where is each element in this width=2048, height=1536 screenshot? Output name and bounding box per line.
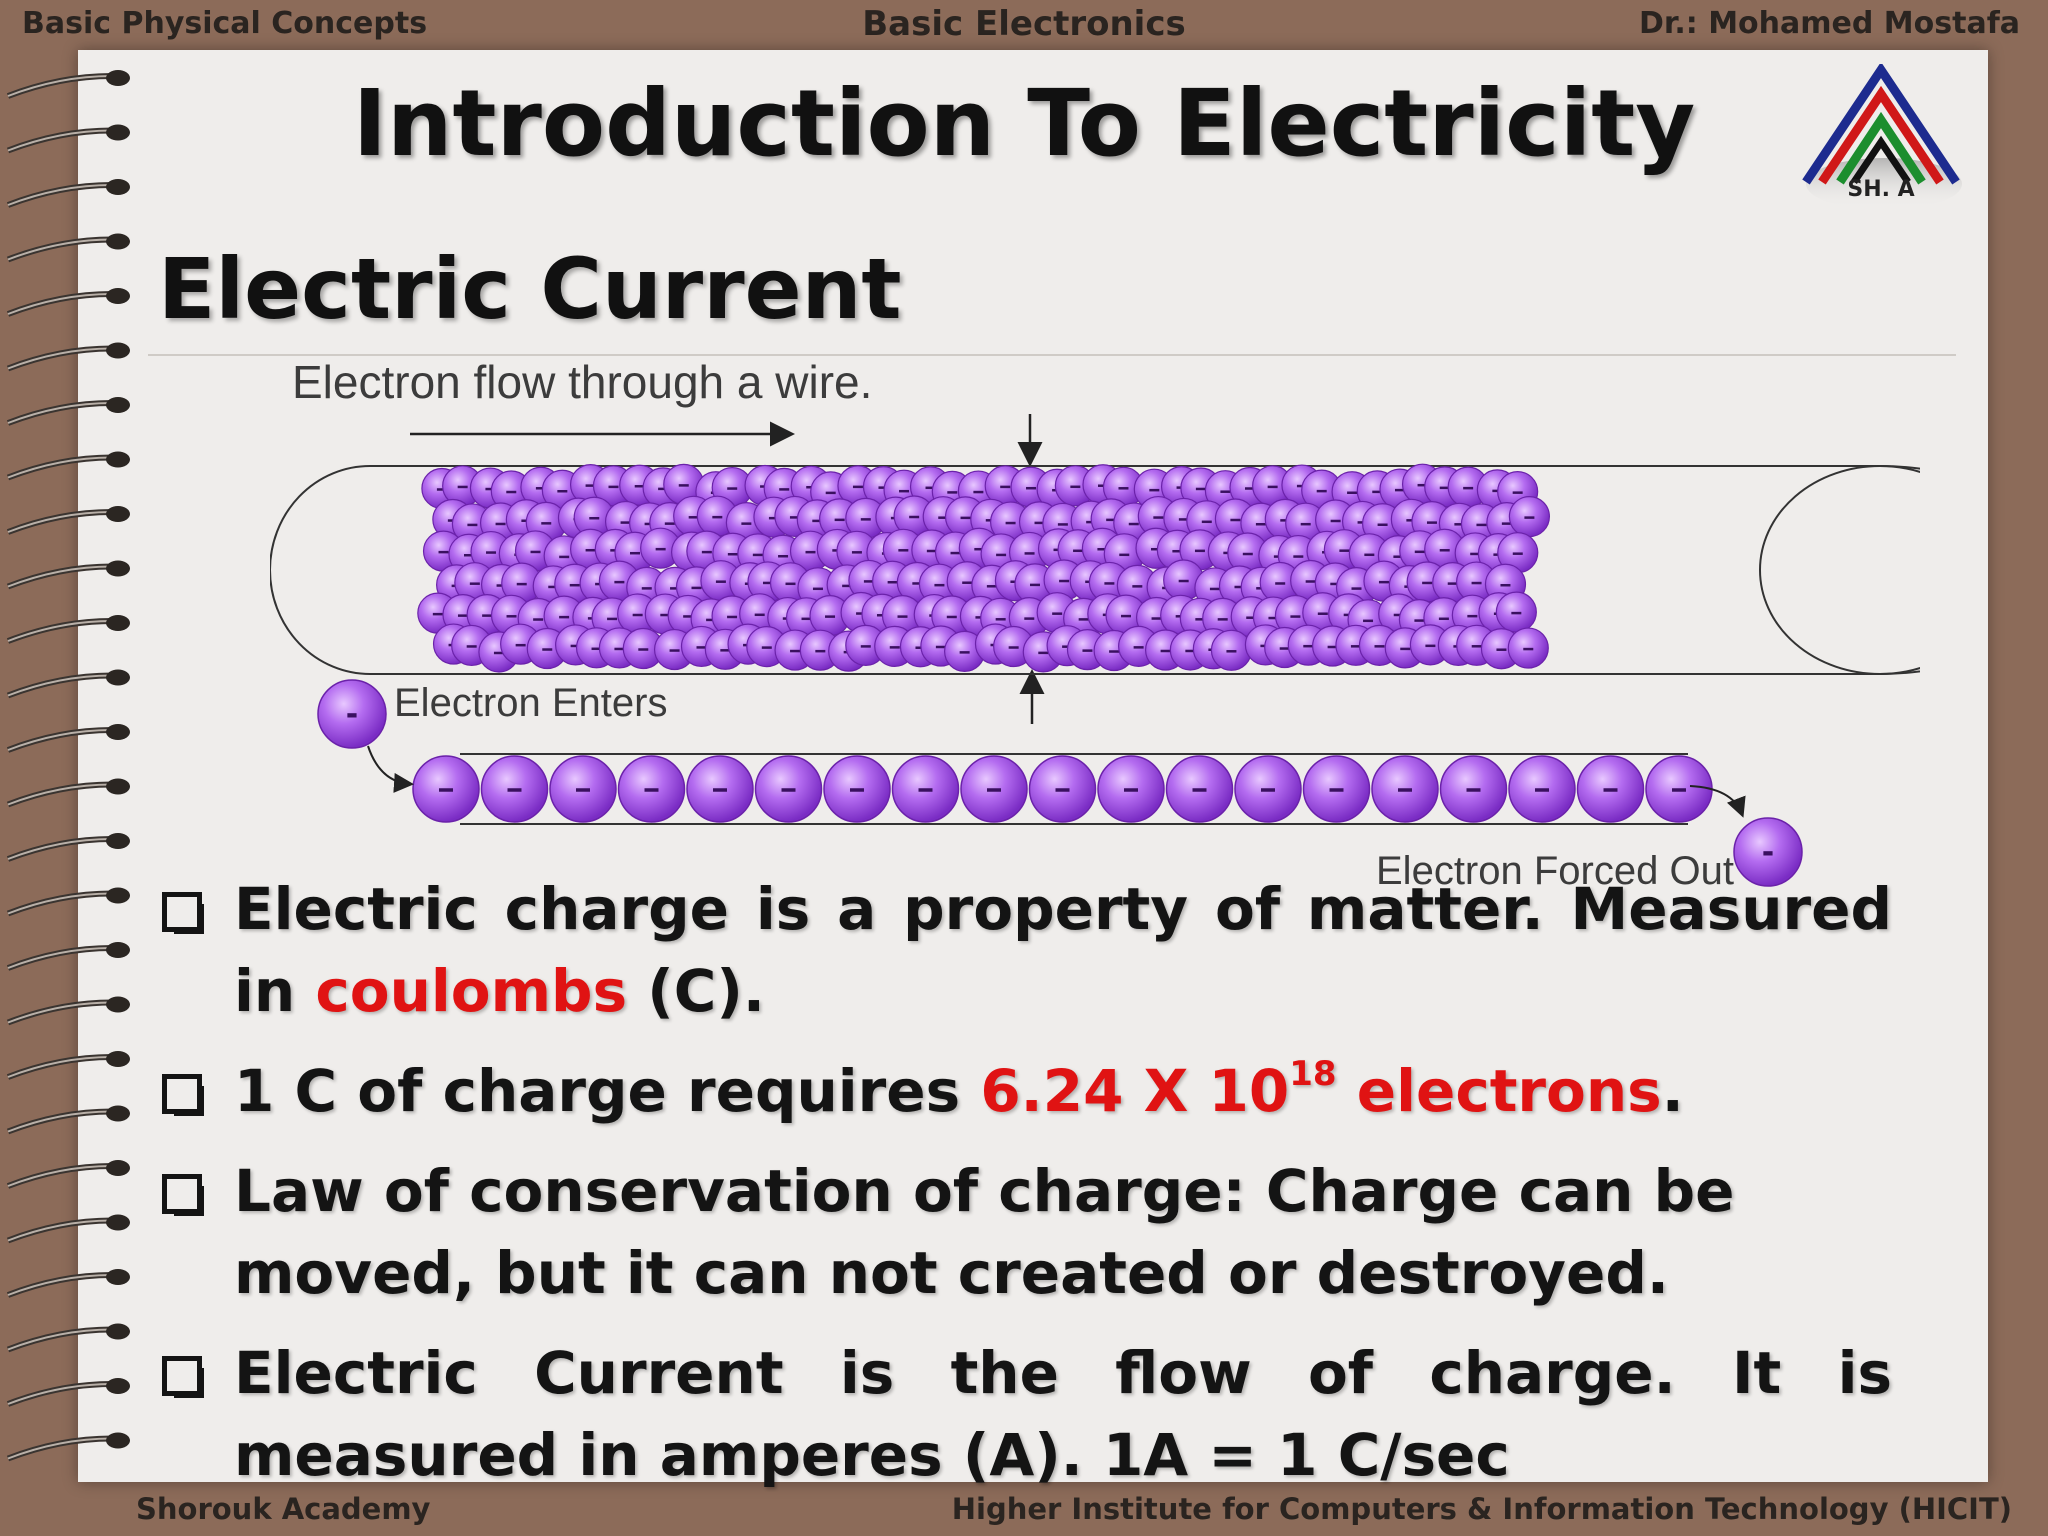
slide-title: Introduction To Electricity: [352, 70, 1696, 177]
exiting-electron: [1733, 817, 1803, 887]
forced-out-label: Electron Forced Out: [1376, 849, 1734, 893]
electron: [960, 755, 1028, 823]
divider: [148, 354, 1956, 356]
binding-ring: [6, 1269, 130, 1298]
electron: [1508, 755, 1576, 823]
binding-ring: [6, 288, 130, 317]
diagram-caption: Electron flow through a wire.: [292, 362, 872, 408]
binding-ring: [6, 560, 130, 590]
binding-ring: [6, 996, 130, 1026]
electron: [640, 527, 682, 569]
wire-tube: [270, 465, 1920, 675]
electron: [1097, 755, 1165, 823]
entering-electron-sign: -: [346, 697, 358, 732]
header-topic: Basic Physical Concepts: [22, 6, 428, 41]
binding-ring: [6, 1160, 130, 1189]
binding-ring: [6, 778, 130, 808]
binding-ring: [6, 233, 130, 263]
electron: [686, 755, 754, 823]
electron-count: 6.24 X 1018 electrons: [980, 1054, 1662, 1125]
electron: [1645, 755, 1713, 823]
electron-chain: [412, 755, 1713, 823]
enters-label: Electron Enters: [394, 681, 667, 725]
logo-icon: SH. A: [1802, 64, 1962, 210]
electron: [549, 755, 617, 823]
binding-ring: [6, 724, 130, 753]
electron: [1165, 755, 1234, 823]
exiting-electron-sign: -: [1762, 835, 1774, 870]
electron-cloud: [417, 463, 1551, 673]
binding-ring: [6, 1378, 130, 1407]
electron: [891, 755, 960, 823]
bullet-charge: Electric charge is a property of matter.…: [162, 868, 1892, 1032]
electron: [1508, 496, 1551, 538]
entering-electron: [317, 679, 387, 749]
binding-ring: [6, 451, 130, 481]
checkbox-bullet-icon: [162, 1174, 202, 1214]
binding-ring: [6, 669, 130, 699]
bullet-list: Electric charge is a property of matter.…: [162, 868, 1892, 1514]
electron: [1507, 627, 1549, 669]
checkbox-bullet-icon: [162, 1356, 202, 1396]
binding-ring: [6, 179, 130, 208]
header-course: Basic Electronics: [862, 4, 1186, 44]
binding-ring: [6, 397, 130, 426]
binding-ring: [6, 124, 130, 154]
electron: [1495, 591, 1537, 633]
binding-ring: [6, 887, 130, 917]
electron: [412, 755, 480, 823]
electron: [845, 624, 887, 667]
footer-school: Shorouk Academy: [136, 1492, 431, 1526]
electron: [617, 755, 686, 823]
header-author: Dr.: Mohamed Mostafa: [1638, 6, 2020, 41]
electron: [1302, 755, 1371, 823]
electron: [1497, 532, 1539, 574]
electron: [1234, 755, 1302, 823]
binding-ring: [6, 1051, 130, 1080]
binding-ring: [6, 1214, 130, 1244]
wire-end: [1759, 465, 1920, 675]
electron: [882, 528, 924, 570]
binding-ring: [6, 833, 130, 862]
spiral-binding: [6, 70, 130, 1462]
binding-ring: [6, 615, 130, 644]
binding-ring: [6, 942, 130, 971]
binding-ring: [6, 506, 130, 535]
binding-ring: [6, 1105, 130, 1135]
binding-ring: [6, 1323, 130, 1353]
binding-ring: [6, 1432, 130, 1462]
electron: [1576, 755, 1645, 823]
electron: [1028, 755, 1097, 823]
electron: [754, 755, 823, 823]
binding-ring: [6, 342, 130, 372]
electron: [1210, 629, 1253, 671]
bullet-current: Electric Current is the flow of charge. …: [162, 1332, 1892, 1496]
coulombs-term: coulombs: [315, 957, 628, 1025]
logo-text: SH. A: [1847, 177, 1914, 202]
enter-arrow: [367, 745, 414, 793]
checkbox-bullet-icon: [162, 892, 202, 932]
electron: [823, 755, 891, 823]
electron: [480, 755, 549, 823]
electron-flow-diagram: Electron flow through a wire. - Electron…: [270, 362, 1920, 893]
binding-ring: [6, 70, 130, 99]
exit-arrow: [1689, 785, 1746, 818]
electron: [893, 495, 935, 537]
bullet-electrons-per-coulomb: 1 C of charge requires 6.24 X 1018 elect…: [162, 1050, 1892, 1132]
section-heading: Electric Current: [158, 240, 902, 338]
electron: [1371, 755, 1439, 823]
bullet-conservation: Law of conservation of charge: Charge ca…: [162, 1150, 1892, 1314]
checkbox-bullet-icon: [162, 1074, 202, 1114]
electron: [1439, 755, 1508, 823]
footer-institute: Higher Institute for Computers & Informa…: [951, 1492, 2012, 1526]
